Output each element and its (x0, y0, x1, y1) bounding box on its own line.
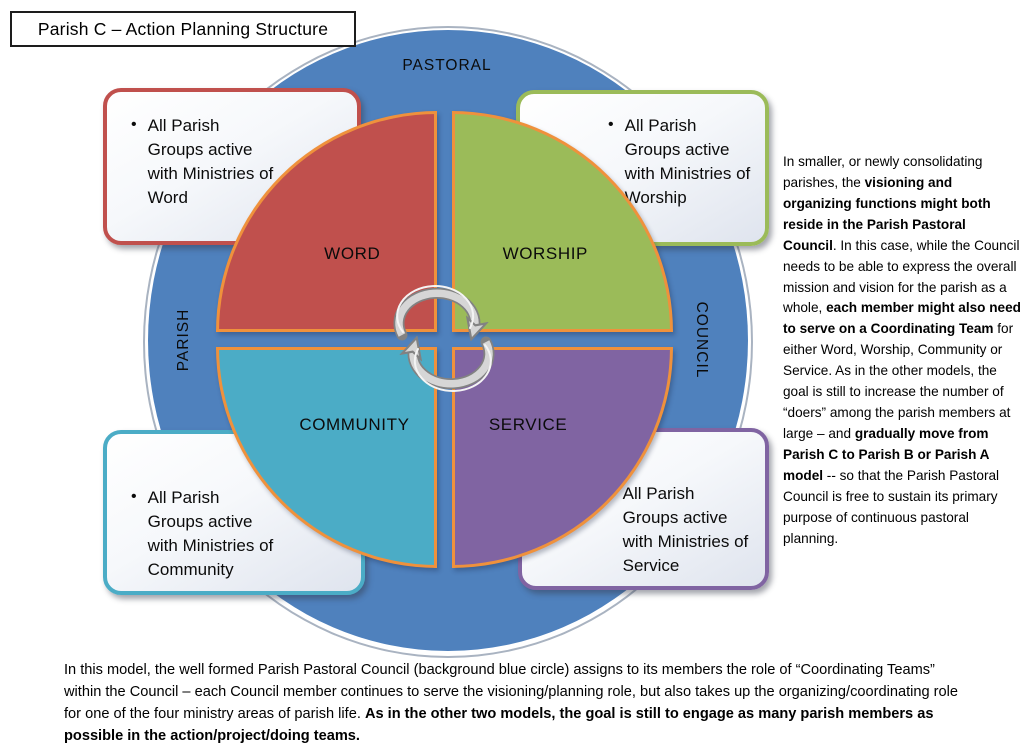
callout-worship-text: All Parish Groups active with Ministries… (624, 116, 751, 208)
circle-label-parish: PARISH (175, 308, 192, 372)
circle-label-council: COUNCIL (693, 301, 710, 379)
footer-note: In this model, the well formed Parish Pa… (64, 662, 958, 744)
callout-word-text: All Parish Groups active with Ministries… (147, 116, 274, 208)
callout-community-text: All Parish Groups active with Ministries… (147, 488, 274, 580)
title-box: Parish C – Action Planning Structure (10, 11, 356, 47)
callout-service-text: All Parish Groups active with Ministries… (622, 484, 749, 576)
callout-service: • All Parish Groups active with Ministri… (518, 428, 769, 590)
circle-label-pastoral: PASTORAL (402, 57, 492, 74)
bullet-icon: • (131, 488, 137, 505)
quadrant-service-label: SERVICE (488, 415, 568, 435)
quadrant-word-label: WORD (324, 243, 381, 263)
quadrant-community-label: COMMUNITY (299, 415, 410, 435)
page-title: Parish C – Action Planning Structure (37, 18, 329, 39)
bullet-icon: • (608, 116, 614, 133)
bullet-icon: • (131, 116, 137, 133)
cycle-arrows-icon (393, 285, 495, 392)
side-note: In smaller, or newly consolidating paris… (783, 154, 1021, 546)
quadrant-worship-label: WORSHIP (502, 243, 589, 263)
